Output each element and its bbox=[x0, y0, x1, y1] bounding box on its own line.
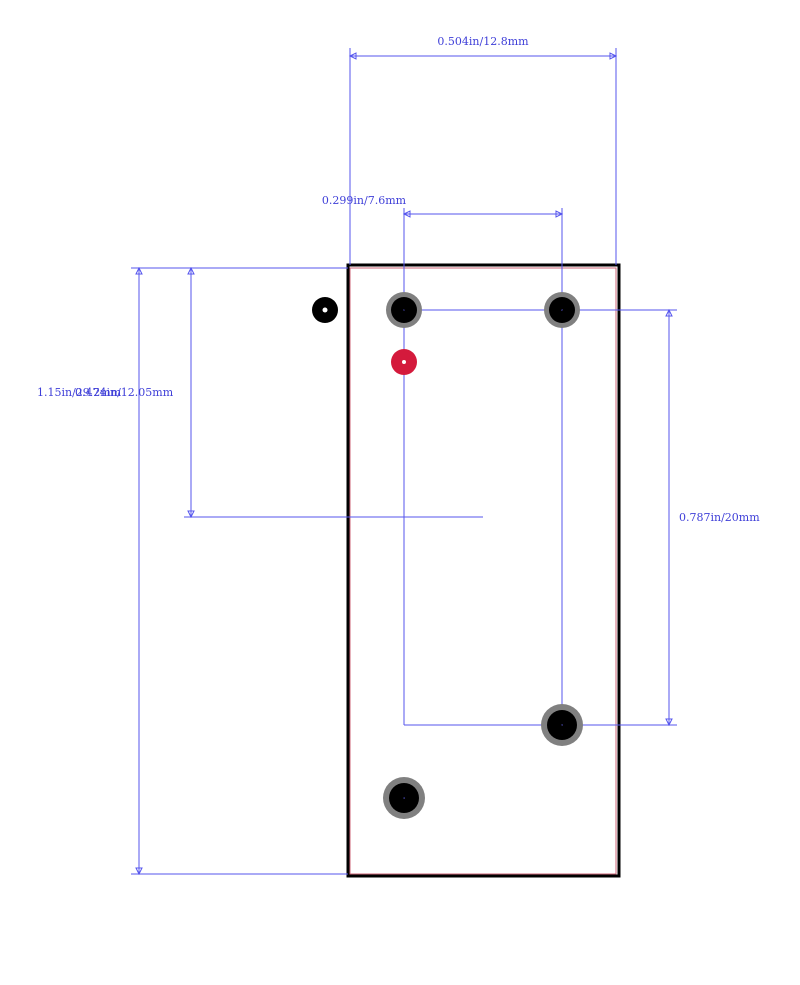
pad-number: 1 bbox=[403, 308, 405, 312]
dimension-offset-vertical bbox=[184, 266, 483, 519]
dimension-overall-height bbox=[131, 266, 348, 876]
dimension-label-offset-vertical: 0.474in/12.05mm bbox=[75, 386, 174, 399]
courtyard-outline bbox=[349, 267, 617, 875]
pad-3: 3 bbox=[541, 704, 583, 746]
dimension-pin-pitch-vertical bbox=[403, 308, 677, 727]
pad-4: 4 bbox=[383, 777, 425, 819]
pad-number: 4 bbox=[403, 796, 405, 800]
pin1-marker bbox=[391, 349, 417, 375]
dimension-label-overall-width: 0.504in/12.8mm bbox=[437, 35, 529, 48]
dimension-label-pin-pitch-horizontal: 0.299in/7.6mm bbox=[322, 194, 407, 207]
pad-hole bbox=[391, 297, 417, 323]
pad-number: 3 bbox=[561, 723, 563, 727]
pad-hole bbox=[549, 297, 575, 323]
dimension-pin-pitch-horizontal bbox=[402, 208, 564, 310]
dimension-label-pin-pitch-vertical: 0.787in/20mm bbox=[679, 511, 760, 524]
dimension-label-overall-height: 1.15in/29.2mm bbox=[37, 386, 122, 399]
pin1-indicator-dot bbox=[312, 297, 338, 323]
dimension-overall-width bbox=[348, 48, 618, 265]
component-body-outline bbox=[346, 263, 621, 878]
pad-2: 2 bbox=[544, 292, 580, 328]
pad-1: 1 bbox=[386, 292, 422, 328]
pad-hole bbox=[389, 783, 419, 813]
pad-hole bbox=[547, 710, 577, 740]
pad-number: 2 bbox=[561, 308, 563, 312]
